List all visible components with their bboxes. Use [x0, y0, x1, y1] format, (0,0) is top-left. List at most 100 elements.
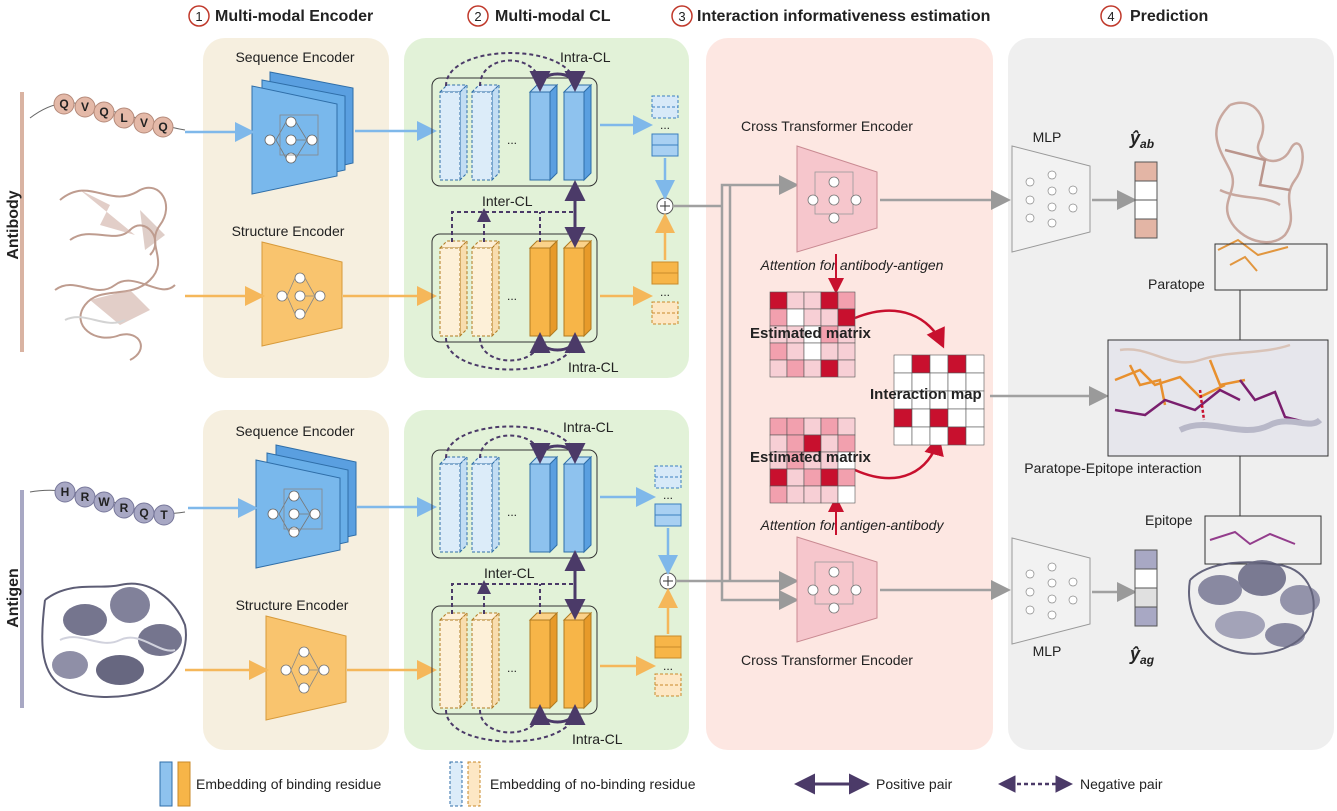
matrix-cell	[893, 408, 913, 428]
svg-text:1: 1	[195, 9, 202, 24]
antigen-structure-encoder: Structure Encoder	[236, 597, 349, 721]
svg-text:Q: Q	[99, 105, 108, 119]
svg-text:Q: Q	[59, 97, 68, 111]
matrix-cell	[837, 417, 856, 436]
matrix-cell	[947, 354, 967, 374]
matrix-cell	[786, 359, 805, 378]
residue-circle: T	[153, 504, 175, 526]
matrix-cell	[837, 291, 856, 310]
matrix-cell	[911, 408, 931, 428]
matrix-cell	[803, 468, 822, 487]
no-binding-residue-embedding	[438, 611, 469, 710]
matrix-cell	[786, 342, 805, 361]
svg-text:Cross Transformer Encoder: Cross Transformer Encoder	[741, 652, 913, 668]
svg-text:...: ...	[507, 661, 517, 675]
epitope-label: Epitope	[1145, 512, 1193, 528]
stage-header-1: 1 Multi-modal Encoder	[188, 5, 373, 27]
matrix-cell	[786, 417, 805, 436]
matrix-cell	[947, 426, 967, 446]
svg-text:Sequence Encoder: Sequence Encoder	[235, 49, 354, 65]
svg-text:MLP: MLP	[1033, 643, 1062, 659]
matrix-cell	[929, 354, 949, 374]
binding-residue-embedding	[562, 455, 593, 554]
svg-text:V: V	[140, 116, 148, 130]
binding-residue-embedding	[528, 611, 559, 710]
matrix-cell	[837, 485, 856, 504]
matrix-cell	[820, 485, 839, 504]
y-ag-label: ŷag	[1129, 644, 1155, 667]
matrix-cell	[947, 408, 967, 428]
svg-text:Multi-modal CL: Multi-modal CL	[495, 8, 611, 25]
estimated-matrix-bottom	[769, 417, 856, 504]
estimated-matrix-label-bottom: Estimated matrix	[750, 449, 872, 466]
interaction-panel	[706, 38, 993, 750]
cl-frame	[431, 233, 598, 343]
matrix-cell	[820, 417, 839, 436]
svg-text:Structure Encoder: Structure Encoder	[236, 597, 349, 613]
matrix-cell	[820, 342, 839, 361]
matrix-cell	[893, 426, 913, 446]
matrix-cell	[803, 485, 822, 504]
antibody-protein-image	[1215, 101, 1304, 272]
matrix-cell	[893, 354, 913, 374]
matrix-cell	[911, 426, 931, 446]
svg-text:4: 4	[1107, 9, 1114, 24]
matrix-cell	[837, 468, 856, 487]
residue-circle: H	[54, 481, 76, 503]
binding-residue-embedding	[562, 239, 593, 338]
legend-nobinding-swatch	[449, 761, 481, 807]
matrix-cell	[803, 359, 822, 378]
matrix-cell	[769, 342, 788, 361]
estimated-matrix-top	[769, 291, 856, 378]
antibody-aggregated-embeddings: ... ...	[651, 95, 679, 325]
residue-circle: V	[74, 96, 96, 118]
paratope-epitope-interaction-image	[1114, 343, 1323, 433]
inter-cl-label-2: Inter-CL	[484, 565, 535, 581]
svg-text:MLP: MLP	[1033, 129, 1062, 145]
y-ab-label: ŷab	[1129, 128, 1154, 151]
matrix-cell	[929, 426, 949, 446]
svg-text:...: ...	[660, 285, 670, 299]
svg-text:...: ...	[663, 659, 673, 673]
matrix-cell	[769, 468, 788, 487]
matrix-cell	[820, 468, 839, 487]
svg-text:...: ...	[507, 133, 517, 147]
svg-text:Interaction informativeness es: Interaction informativeness estimation	[697, 8, 990, 25]
antigen-sequence-encoder: Sequence Encoder	[235, 423, 357, 569]
residue-circle: W	[93, 491, 115, 513]
matrix-cell	[965, 408, 985, 428]
matrix-cell	[786, 485, 805, 504]
residue-circle: Q	[152, 116, 174, 138]
svg-text:Structure Encoder: Structure Encoder	[232, 223, 345, 239]
no-binding-residue-embedding	[470, 239, 501, 338]
antigen-prediction-vector	[1134, 549, 1158, 627]
residue-circle: R	[74, 486, 96, 508]
legend-binding-swatch	[159, 761, 191, 807]
stage-header-2: 2 Multi-modal CL	[467, 5, 611, 27]
svg-text:Positive pair: Positive pair	[876, 776, 953, 792]
svg-text:Sequence Encoder: Sequence Encoder	[235, 423, 354, 439]
mlp-bottom: MLP	[1011, 537, 1091, 659]
svg-text:...: ...	[507, 289, 517, 303]
binding-residue-embedding	[562, 83, 593, 182]
cl-pair-arrows	[445, 52, 586, 743]
estimated-matrix-label-top: Estimated matrix	[750, 325, 872, 342]
paratope-epitope-interaction-label: Paratope-Epitope interaction	[1024, 460, 1201, 476]
antigen-side-label: Antigen	[5, 568, 22, 628]
svg-text:...: ...	[660, 118, 670, 132]
svg-text:...: ...	[663, 488, 673, 502]
paratope-box	[1214, 243, 1328, 291]
inter-cl-label-1: Inter-CL	[482, 193, 533, 209]
binding-residue-embedding	[562, 611, 593, 710]
attention-ab-label: Attention for antibody-antigen	[760, 257, 944, 273]
binding-residue-embedding	[528, 239, 559, 338]
antibody-structure-image	[54, 186, 176, 361]
matrix-cell	[769, 291, 788, 310]
matrix-cell	[803, 308, 822, 327]
antibody-side-label: Antibody	[5, 190, 22, 259]
residue-circle: V	[133, 112, 155, 134]
binding-residue-embedding	[528, 83, 559, 182]
matrix-cell	[837, 342, 856, 361]
